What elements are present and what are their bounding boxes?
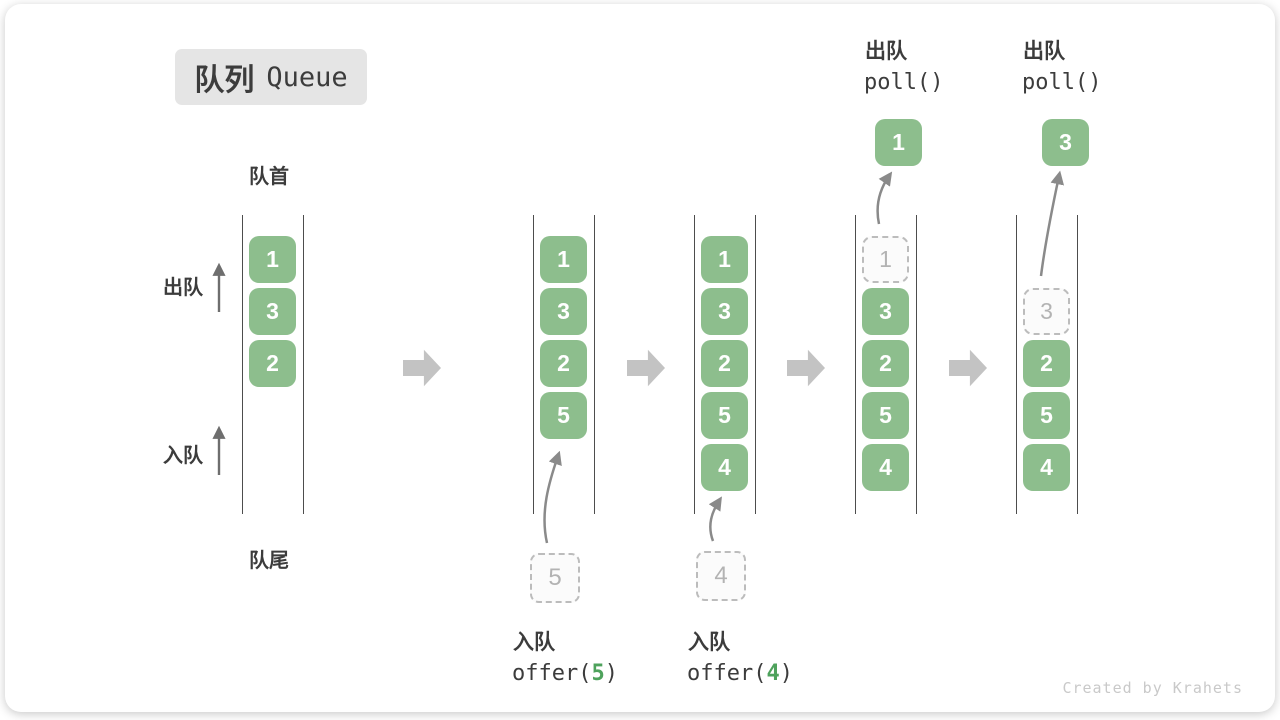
title-zh: 队列 [194,64,255,97]
queue-2-slot: 2 [540,340,587,387]
dequeue-op-label: 出队 [1023,40,1065,63]
step-arrow-icon [949,349,987,387]
step-arrow-icon [627,349,665,387]
queue-rear-label: 队尾 [249,550,289,572]
side-enqueue-label: 入队 [163,445,203,467]
popped-value-box: 1 [875,119,922,166]
incoming-value-box: 4 [696,551,746,601]
side-dequeue-label: 出队 [163,277,203,299]
queue-5-slot: 2 [1023,340,1070,387]
code-close: ) [779,661,793,686]
incoming-value-box: 5 [530,553,580,603]
queue-3-slot: 2 [701,340,748,387]
queue-2-slot: 1 [540,236,587,283]
queue-3-slot: 4 [701,444,748,491]
offer-4-code: offer(4) [687,661,793,686]
enqueue-op-label: 入队 [688,631,730,654]
queue-1-slot: 1 [249,236,296,283]
queue-4-removed-slot: 1 [862,236,909,283]
step-arrow-icon [403,349,441,387]
enqueue-op-label: 入队 [513,631,555,654]
poll-code: poll() [1022,70,1102,95]
queue-5-slot: 5 [1023,392,1070,439]
code-arg: 5 [591,661,605,686]
queue-2-channel [533,215,595,514]
queue-front-label: 队首 [249,166,289,188]
code-arg: 4 [766,661,780,686]
queue-1-slot: 2 [249,340,296,387]
queue-2-slot: 5 [540,392,587,439]
queue-4-channel [855,215,917,514]
queue-4-slot: 5 [862,392,909,439]
code-fn: offer( [687,661,767,686]
title-badge: 队列 Queue [175,49,367,105]
queue-5-slot: 4 [1023,444,1070,491]
queue-3-slot: 5 [701,392,748,439]
popped-value-box: 3 [1042,119,1089,166]
queue-5-removed-slot: 3 [1023,288,1070,335]
queue-3-slot: 3 [701,288,748,335]
poll-code: poll() [864,70,944,95]
arrow-overlay [212,170,1065,544]
queue-1-channel [242,215,304,514]
diagram-card: 队列 Queue 队首 队尾 出队 入队 1 3 2 1 3 2 5 5 入队 … [5,4,1275,712]
code-close: ) [604,661,618,686]
code-fn: offer( [512,661,592,686]
queue-3-channel [694,215,756,514]
queue-4-slot: 3 [862,288,909,335]
queue-2-slot: 3 [540,288,587,335]
offer-5-code: offer(5) [512,661,618,686]
step-arrow-icon [787,349,825,387]
queue-1-slot: 3 [249,288,296,335]
queue-4-slot: 2 [862,340,909,387]
dequeue-op-label: 出队 [865,40,907,63]
watermark: Created by Krahets [1062,679,1243,697]
queue-3-slot: 1 [701,236,748,283]
title-en: Queue [266,61,348,93]
queue-4-slot: 4 [862,444,909,491]
queue-5-channel [1016,215,1078,514]
